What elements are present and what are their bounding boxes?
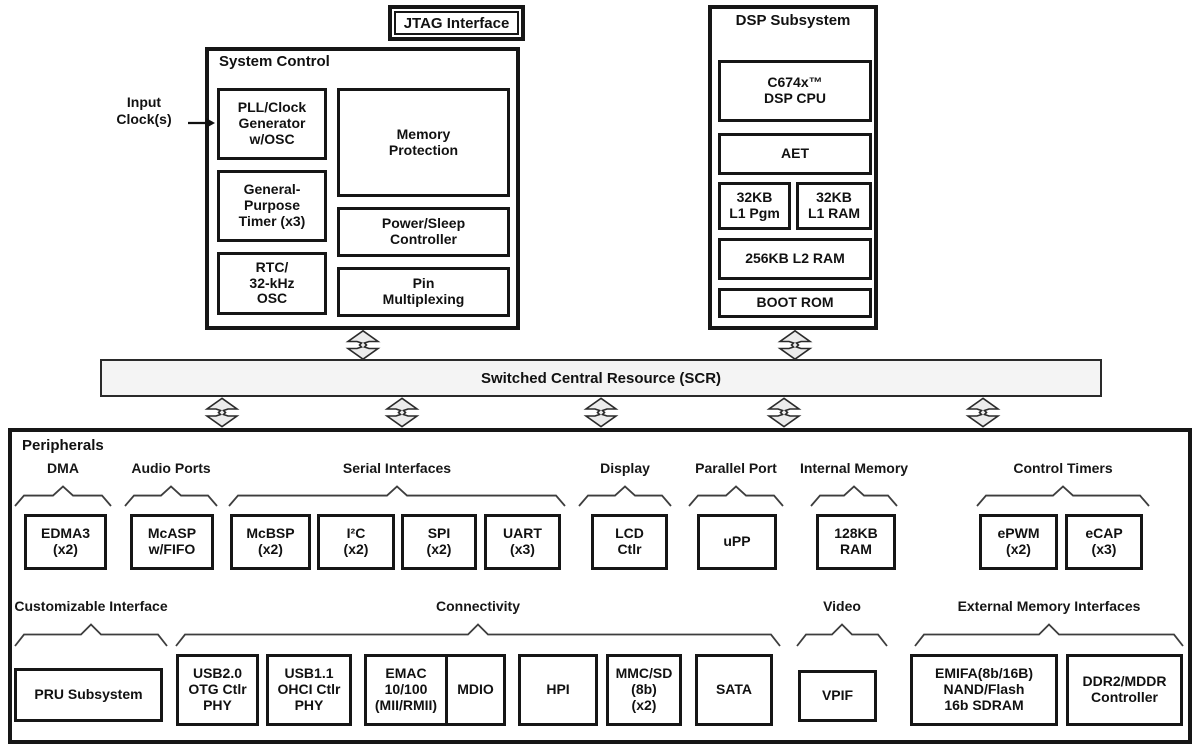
bidirectional-arrow-icon xyxy=(585,397,617,428)
box-usb2-otg: USB2.0 OTG Ctlr PHY xyxy=(176,654,259,726)
group-label-internal-memory: Internal Memory xyxy=(799,460,909,476)
box-emac: EMAC 10/100 (MII/RMII) xyxy=(364,654,448,726)
box-rtc-osc: RTC/ 32-kHz OSC xyxy=(217,252,327,315)
system-control-title: System Control xyxy=(219,53,330,70)
jtag-interface-label: JTAG Interface xyxy=(394,11,519,35)
box-mcbsp: McBSP (x2) xyxy=(230,514,311,570)
bidirectional-arrow-icon xyxy=(768,397,800,428)
box-l2-ram: 256KB L2 RAM xyxy=(718,238,872,280)
group-label-audio-ports: Audio Ports xyxy=(131,460,211,476)
box-edma3: EDMA3 (x2) xyxy=(24,514,107,570)
group-brace xyxy=(976,485,1150,507)
group-brace xyxy=(914,623,1184,647)
group-label-parallel-port: Parallel Port xyxy=(695,460,777,476)
group-brace xyxy=(688,485,784,507)
box-mcasp: McASP w/FIFO xyxy=(130,514,214,570)
box-ecap: eCAP (x3) xyxy=(1065,514,1143,570)
box-aet: AET xyxy=(718,133,872,175)
group-label-display: Display xyxy=(600,460,650,476)
box-vpif: VPIF xyxy=(798,670,877,722)
dsp-subsystem-title: DSP Subsystem xyxy=(735,12,851,29)
scr-bar: Switched Central Resource (SCR) xyxy=(100,359,1102,397)
box-memory-protection: Memory Protection xyxy=(337,88,510,197)
group-label-control-timers: Control Timers xyxy=(1013,460,1113,476)
box-uart: UART (x3) xyxy=(484,514,561,570)
box-i2c: I²C (x2) xyxy=(317,514,395,570)
box-hpi: HPI xyxy=(518,654,598,726)
input-clock-arrow-icon xyxy=(188,118,215,128)
box-epwm: ePWM (x2) xyxy=(979,514,1058,570)
group-brace xyxy=(175,623,781,647)
group-brace xyxy=(228,485,566,507)
box-spi: SPI (x2) xyxy=(401,514,477,570)
box-pru-subsystem: PRU Subsystem xyxy=(14,668,163,722)
group-brace xyxy=(578,485,672,507)
group-brace xyxy=(14,623,168,647)
bidirectional-arrow-icon xyxy=(206,397,238,428)
box-ddr2-mddr: DDR2/MDDR Controller xyxy=(1066,654,1183,726)
box-mdio: MDIO xyxy=(445,654,506,726)
box-upp: uPP xyxy=(697,514,777,570)
box-128kb-ram: 128KB RAM xyxy=(816,514,896,570)
box-sata: SATA xyxy=(695,654,773,726)
box-mmc-sd: MMC/SD (8b) (x2) xyxy=(606,654,682,726)
group-brace xyxy=(124,485,218,507)
box-general-purpose-timer: General- Purpose Timer (x3) xyxy=(217,170,327,242)
group-brace xyxy=(796,623,888,647)
bidirectional-arrow-icon xyxy=(347,330,379,360)
box-pll-clock-generator: PLL/Clock Generator w/OSC xyxy=(217,88,327,160)
box-c674x-dsp-cpu: C674x™ DSP CPU xyxy=(718,60,872,122)
box-power-sleep-controller: Power/Sleep Controller xyxy=(337,207,510,257)
group-label-video: Video xyxy=(823,598,861,614)
box-usb1-ohci: USB1.1 OHCI Ctlr PHY xyxy=(266,654,352,726)
group-brace xyxy=(810,485,898,507)
bidirectional-arrow-icon xyxy=(967,397,999,428)
group-label-dma: DMA xyxy=(47,460,79,476)
box-pin-multiplexing: Pin Multiplexing xyxy=(337,267,510,317)
bidirectional-arrow-icon xyxy=(779,330,811,360)
group-label-customizable-interface: Customizable Interface xyxy=(14,598,168,614)
box-boot-rom: BOOT ROM xyxy=(718,288,872,318)
group-brace xyxy=(14,485,112,507)
box-lcd-ctlr: LCD Ctlr xyxy=(591,514,668,570)
box-l1-ram: 32KB L1 RAM xyxy=(796,182,872,230)
group-label-external-memory-interfaces: External Memory Interfaces xyxy=(957,598,1141,614)
box-emifa: EMIFA(8b/16B) NAND/Flash 16b SDRAM xyxy=(910,654,1058,726)
scr-label: Switched Central Resource (SCR) xyxy=(480,369,722,387)
input-clocks-label: Input Clock(s) xyxy=(116,94,172,127)
box-l1-pgm: 32KB L1 Pgm xyxy=(718,182,791,230)
group-label-serial-interfaces: Serial Interfaces xyxy=(342,460,452,476)
jtag-interface-box: JTAG Interface xyxy=(388,5,525,41)
group-label-connectivity: Connectivity xyxy=(435,598,520,614)
peripherals-title: Peripherals xyxy=(22,437,104,454)
bidirectional-arrow-icon xyxy=(386,397,418,428)
